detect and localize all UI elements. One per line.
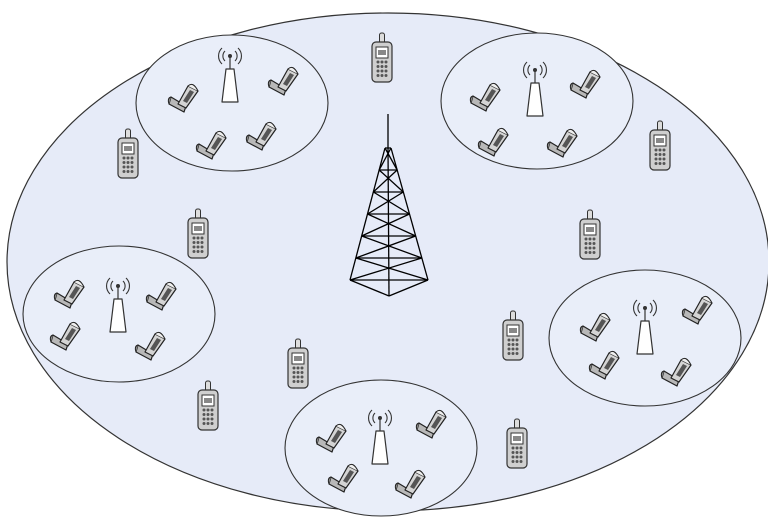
small-cell-bottom: [285, 380, 477, 516]
small-cell-coverage: [136, 35, 328, 171]
small-cell-right: [549, 270, 741, 406]
small-cell-left: [23, 246, 215, 382]
small-cell-top-right: [441, 33, 633, 169]
small-cell-top-left: [136, 35, 328, 171]
